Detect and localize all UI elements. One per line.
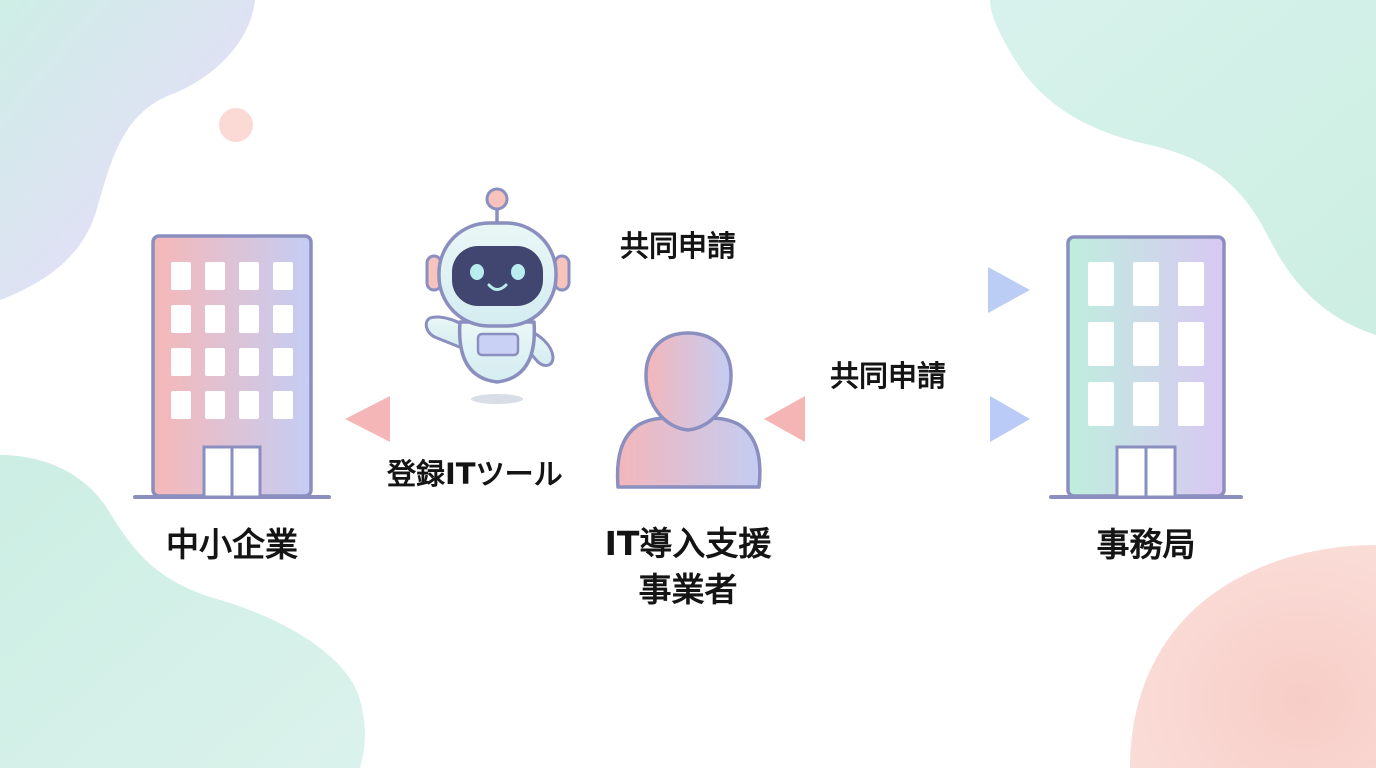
entity-sme-label: 中小企業 (166, 525, 298, 564)
background-blob-bottom-right (1130, 545, 1376, 768)
decorative-dot (219, 108, 253, 142)
entity-vendor-label: IT導入支援 事業者 (568, 521, 808, 613)
background-blob-bottom-left (0, 455, 365, 768)
entity-vendor-label-line1: IT導入支援 (604, 524, 772, 563)
arrow-top-label: 共同申請 (620, 229, 737, 263)
robot-icon (424, 187, 571, 404)
building-icon (1049, 235, 1243, 499)
entity-secretariat-label: 事務局 (1096, 525, 1196, 564)
background-blob-top-left (0, 0, 255, 300)
entity-vendor-label-line2: 事業者 (638, 570, 738, 610)
arrow-double (764, 396, 1030, 442)
arrow-left-label: 登録ITツール (387, 457, 563, 491)
arrow-middle-label: 共同申請 (830, 359, 947, 393)
building-icon (133, 234, 331, 499)
arrow-left (345, 396, 615, 442)
person-icon (615, 331, 762, 489)
background-blob-top-right (990, 0, 1376, 335)
